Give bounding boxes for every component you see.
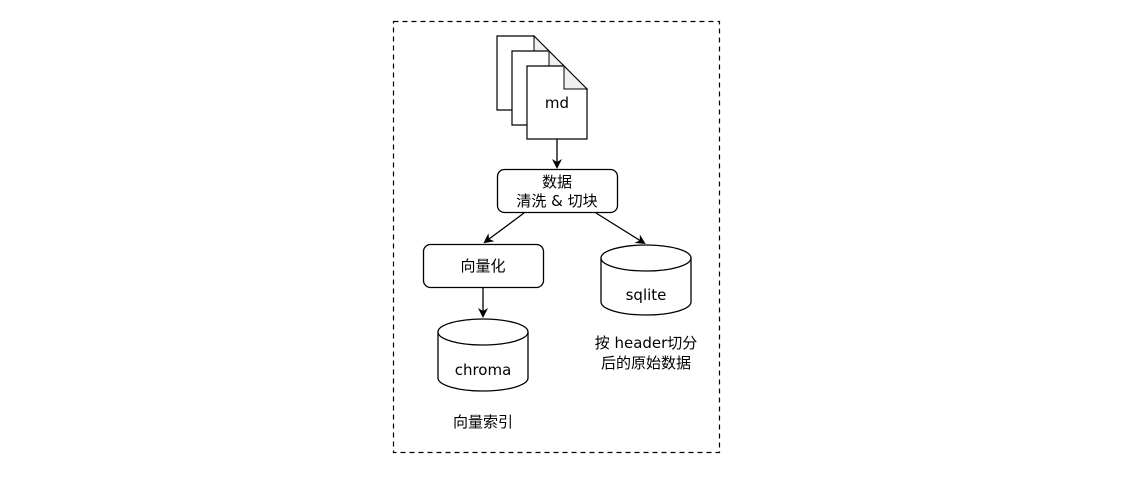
sqlite-caption-line2: 后的原始数据 [601, 354, 691, 372]
vectorize-label: 向量化 [460, 257, 505, 275]
md-files-icon [496, 34, 589, 140]
clean-chunk-label-line2: 清洗 & 切块 [516, 192, 597, 210]
arrow-clean-to-vectorize [483, 212, 525, 244]
sqlite-database-icon [600, 244, 692, 316]
clean-chunk-node [496, 168, 619, 214]
sqlite-caption-line1: 按 header切分 [595, 334, 698, 352]
md-files-label: md [545, 94, 569, 112]
chroma-label: chroma [455, 361, 512, 379]
chroma-database-icon [437, 318, 529, 392]
container-boundary [392, 20, 721, 454]
clean-chunk-label-line1: 数据 [542, 173, 572, 191]
sqlite-label: sqlite [626, 286, 667, 304]
page-front [526, 64, 589, 140]
chroma-caption: 向量索引 [453, 413, 513, 431]
arrow-clean-to-sqlite [595, 212, 646, 245]
vectorize-node [422, 243, 545, 289]
